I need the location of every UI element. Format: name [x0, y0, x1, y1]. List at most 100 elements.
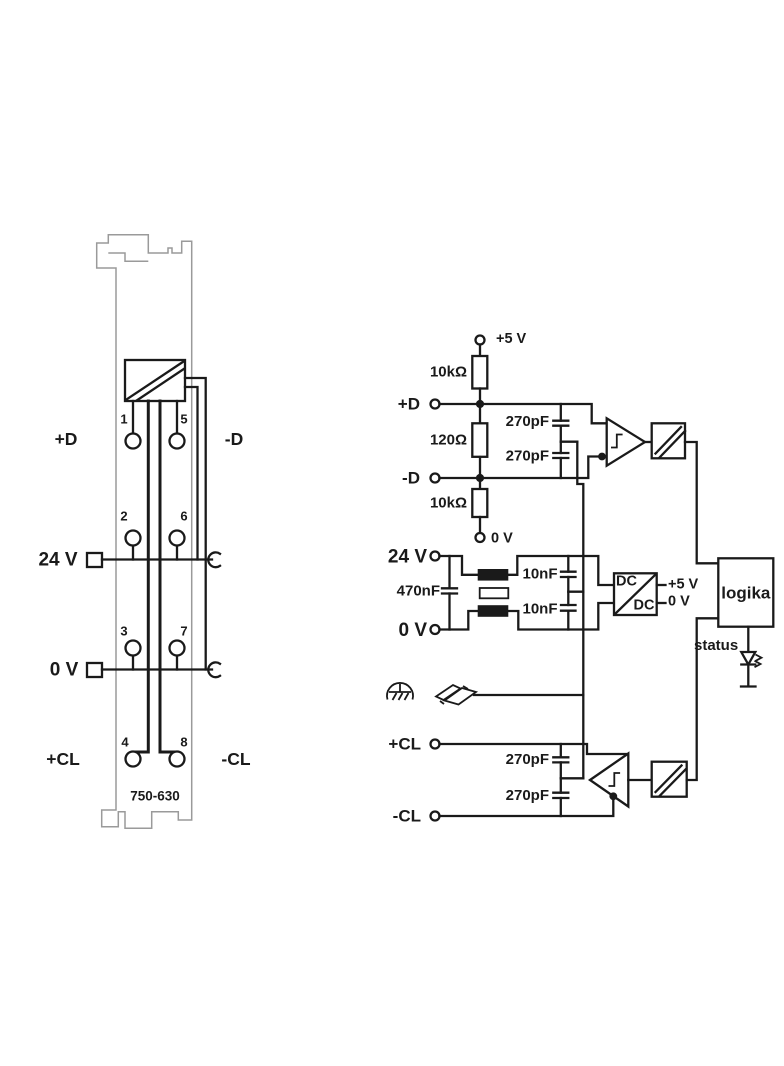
terminal-number-3: 3 — [120, 624, 127, 639]
status-label: status — [694, 637, 738, 654]
circuit-schematic: +5 V 10kΩ +D 120Ω -D 10kΩ 0 V — [386, 331, 775, 826]
earth-symbol — [386, 682, 414, 701]
label-120: 120Ω — [430, 432, 467, 449]
module-label-24v: 24 V — [38, 550, 77, 571]
hysteresis-icon-data — [611, 433, 623, 449]
capacitor-270pf-minus-cl — [552, 777, 570, 818]
clock-line-terminal4 — [134, 399, 150, 754]
label-out-plus5: +5 V — [668, 577, 699, 593]
label-plus-d: +D — [398, 395, 420, 414]
din-rail-clamp-icon — [434, 683, 479, 706]
label-270pf-d1: 270pF — [506, 413, 549, 430]
capacitor-470nf — [440, 554, 459, 631]
led-emission-arrows — [754, 653, 764, 668]
label-470nf: 470nF — [397, 583, 440, 600]
earth-bus — [576, 440, 585, 780]
power-jumper-arc-24v — [207, 551, 222, 569]
module-label-plus-cl: +CL — [46, 749, 80, 769]
wire-minus-d — [438, 455, 608, 480]
terminal-3 — [124, 639, 142, 657]
terminal-number-2: 2 — [120, 509, 127, 524]
power-jumper-arc-0v — [207, 661, 222, 679]
electronics-box — [123, 358, 187, 403]
resistor-10k-pullup — [471, 354, 489, 390]
module-label-plus-d: +D — [55, 429, 78, 449]
terminal-number-6: 6 — [180, 509, 187, 524]
terminal-1 — [124, 432, 142, 450]
label-10k-pulldown: 10kΩ — [430, 495, 467, 512]
terminal-8 — [168, 750, 186, 768]
module-label-0v: 0 V — [50, 660, 79, 681]
power-pad-24v — [85, 551, 104, 569]
terminal-plus5 — [474, 334, 486, 346]
wire-logic-to-opto — [685, 617, 720, 782]
wire-plus-d — [438, 402, 608, 425]
clock-line-terminal8 — [158, 399, 176, 754]
choke-0v — [477, 605, 509, 617]
capacitor-270pf-plus-d — [552, 402, 570, 443]
dcdc-label-bottom: DC — [634, 598, 655, 614]
choke-24v — [477, 569, 509, 581]
capacitor-270pf-minus-d — [552, 440, 570, 480]
terminal-number-4: 4 — [121, 735, 129, 750]
label-24v: 24 V — [388, 547, 427, 568]
logic-box — [717, 557, 775, 628]
logic-stage: logika status — [694, 557, 775, 688]
functional-earth — [386, 682, 585, 706]
status-led — [739, 625, 764, 688]
terminal-24v — [429, 550, 441, 562]
terminal-5 — [168, 432, 186, 450]
label-plus5: +5 V — [496, 331, 527, 347]
inverting-output-dot-clock — [609, 792, 618, 801]
power-row-24v — [85, 551, 222, 569]
module-part-number: 750-630 — [130, 789, 180, 804]
power-pad-0v — [85, 661, 104, 679]
terminal-0v-top — [474, 531, 486, 544]
terminal-7 — [168, 639, 186, 657]
power-stage: 24 V 0 V 470nF — [388, 547, 699, 642]
logic-label: logika — [721, 584, 771, 603]
wire-minus-cl — [438, 795, 615, 818]
resistor-120-termination — [471, 422, 489, 458]
clock-output-stage: +CL -CL 270pF 270pF — [388, 617, 720, 826]
terminal-minus-d — [429, 472, 441, 484]
comparator-data — [605, 416, 648, 468]
module-label-minus-d: -D — [225, 429, 243, 449]
wire-plus-cl — [438, 742, 629, 756]
terminal-plus-cl — [429, 738, 441, 750]
wire-0v — [438, 609, 479, 631]
capacitor-10nf-upper — [559, 554, 577, 607]
feed-line-24v — [183, 385, 199, 561]
label-10k-pullup: 10kΩ — [430, 364, 467, 381]
dcdc-converter: DC DC — [612, 572, 658, 617]
terminal-0v — [429, 623, 441, 636]
label-out-0v: 0 V — [668, 594, 690, 610]
driver-clock — [587, 751, 630, 809]
capacitor-10nf-lower — [559, 603, 577, 631]
label-270pf-cl1: 270pF — [506, 751, 549, 768]
power-row-0v — [85, 661, 222, 679]
module-outline-step — [108, 252, 149, 263]
label-270pf-cl2: 270pF — [506, 787, 549, 804]
label-plus-cl: +CL — [388, 735, 421, 754]
label-10nf-upper: 10nF — [522, 566, 557, 583]
label-10nf-lower: 10nF — [522, 601, 557, 618]
terminal-minus-cl — [429, 810, 441, 822]
module-outline — [95, 233, 193, 830]
terminal-number-5: 5 — [180, 412, 187, 427]
inverting-input-dot-data — [598, 452, 606, 461]
label-minus-d: -D — [402, 469, 420, 488]
label-0v: 0 V — [398, 620, 427, 641]
capacitor-270pf-plus-cl — [552, 742, 570, 780]
terminal-plus-d — [429, 398, 441, 410]
resistor-10k-pulldown — [471, 487, 489, 519]
junction-minus-d — [475, 473, 485, 483]
dcdc-label-top: DC — [616, 574, 637, 590]
junction-plus-d — [475, 399, 485, 409]
data-input-stage: +5 V 10kΩ +D 120Ω -D 10kΩ 0 V — [398, 331, 720, 565]
module-label-minus-cl: -CL — [221, 749, 250, 769]
terminal-number-8: 8 — [180, 735, 187, 750]
label-0v-top: 0 V — [491, 531, 513, 547]
